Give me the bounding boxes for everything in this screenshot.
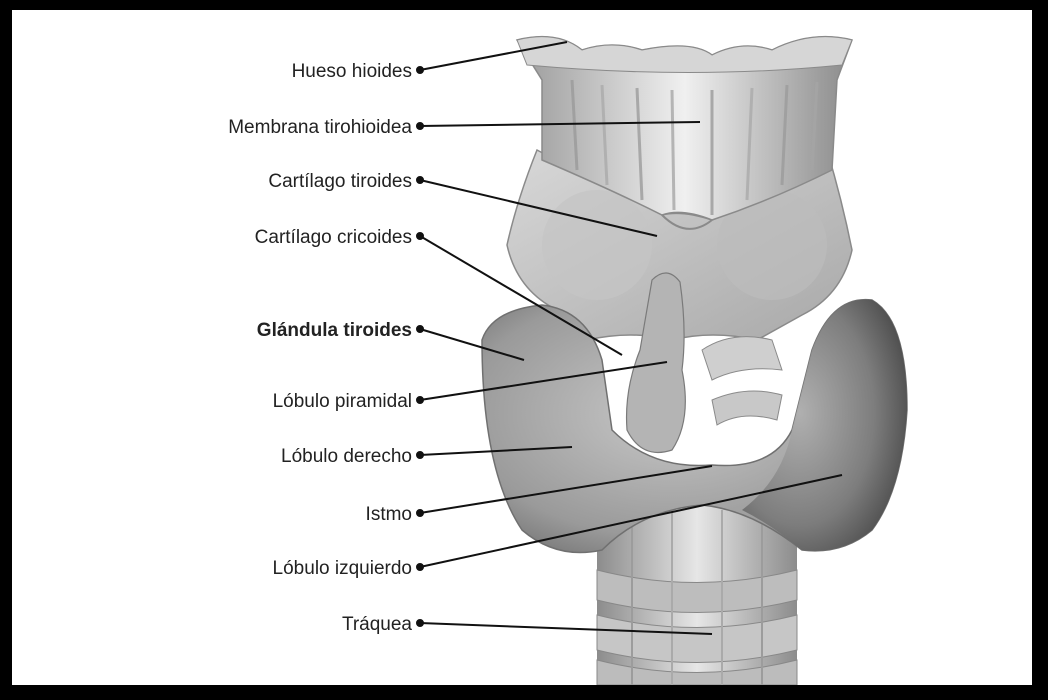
label-glandula-tiroides: Glándula tiroides (257, 320, 412, 341)
label-hueso-hioides: Hueso hioides (292, 61, 412, 82)
label-cartilago-cricoides: Cartílago cricoides (255, 227, 412, 248)
label-traquea: Tráquea (342, 614, 412, 635)
diagram-frame: Hueso hioides Membrana tirohioidea Cartí… (12, 10, 1032, 685)
thyroid-anatomy-diagram: Hueso hioides Membrana tirohioidea Cartí… (12, 10, 1032, 685)
label-lobulo-piramidal: Lóbulo piramidal (273, 391, 412, 412)
label-istmo: Istmo (366, 504, 412, 525)
label-cartilago-tiroides: Cartílago tiroides (268, 171, 412, 192)
label-membrana-tirohioidea: Membrana tirohioidea (228, 117, 412, 138)
label-lobulo-derecho: Lóbulo derecho (281, 446, 412, 467)
label-lobulo-izquierdo: Lóbulo izquierdo (273, 558, 412, 579)
labels: Hueso hioides Membrana tirohioidea Cartí… (228, 61, 412, 635)
